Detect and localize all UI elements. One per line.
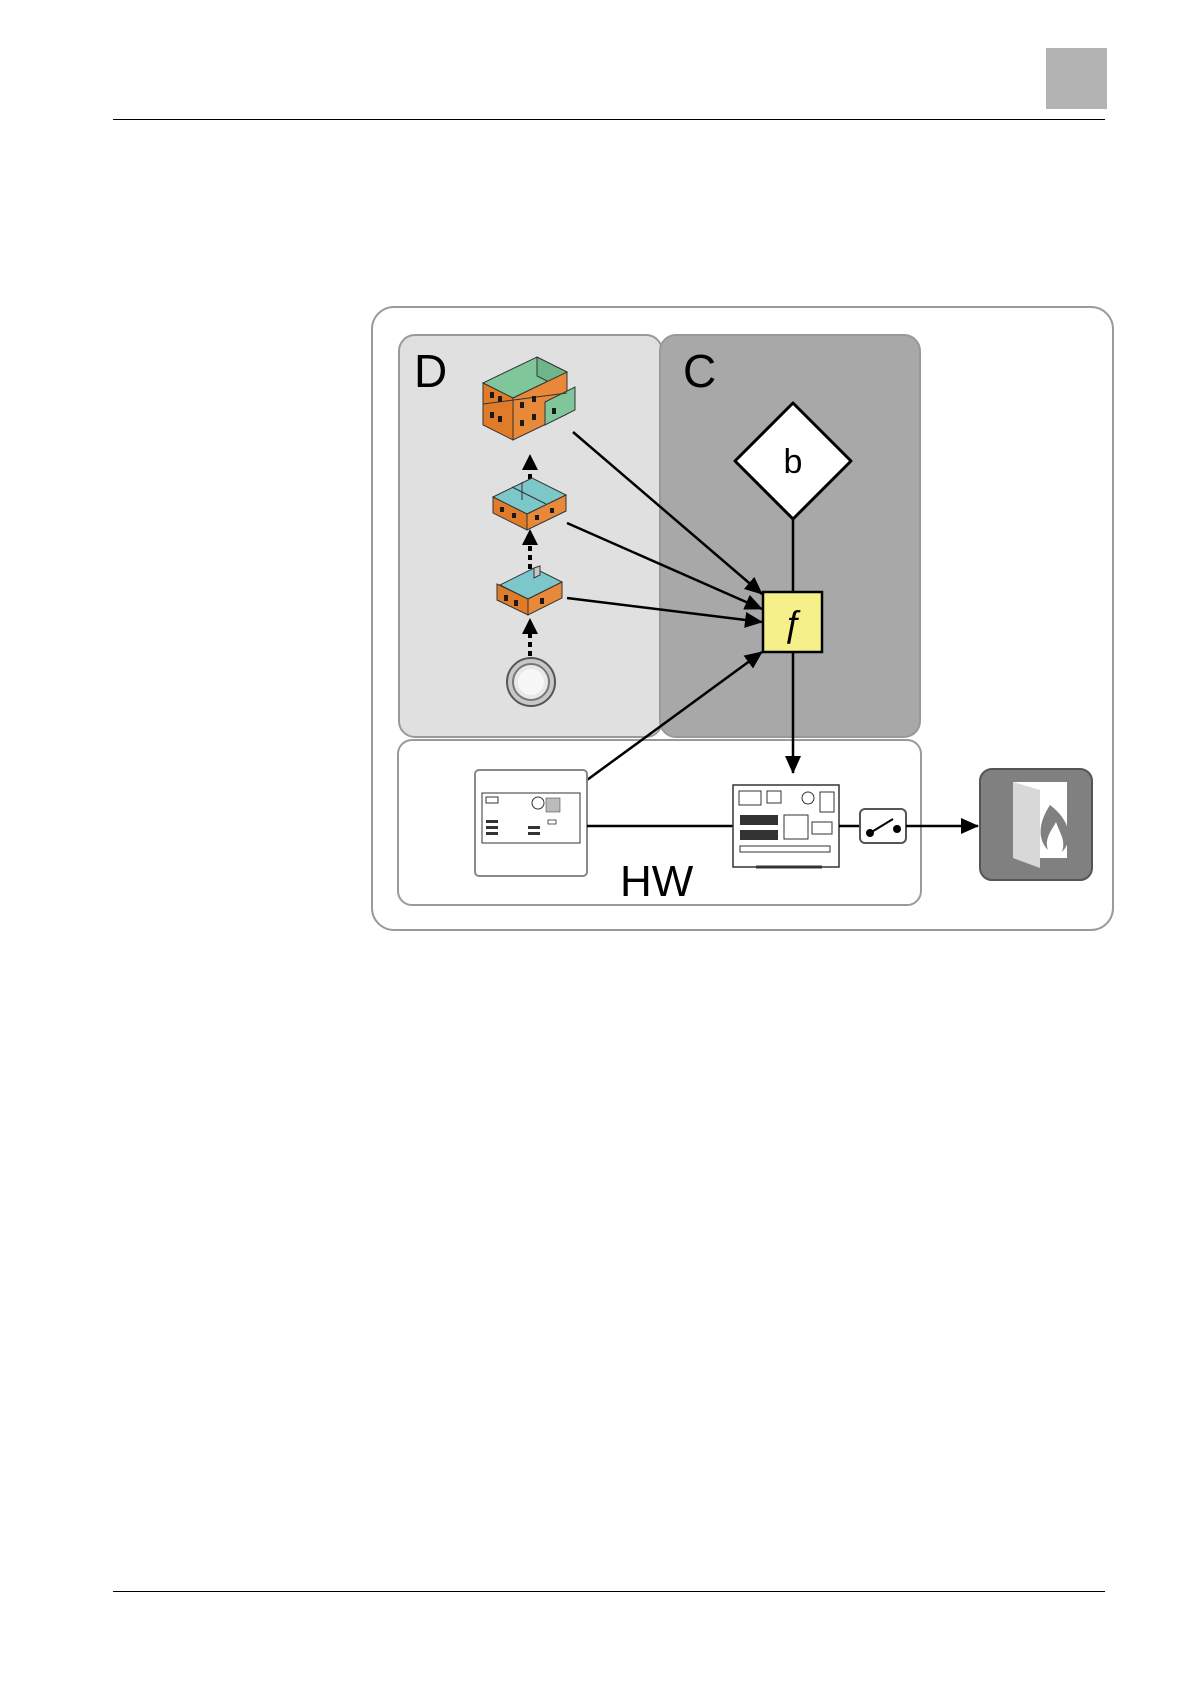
zone-c-label: C — [683, 345, 716, 397]
control-panel-icon — [475, 770, 587, 876]
zone-d-label: D — [414, 345, 447, 397]
zone-hw-label: HW — [620, 857, 694, 906]
footer-rule — [113, 1591, 1105, 1592]
decision-label: b — [784, 443, 803, 481]
fire-door-icon — [980, 769, 1092, 880]
circuit-board-icon — [733, 785, 839, 867]
detector-icon — [507, 658, 555, 706]
function-label: ƒ — [782, 603, 802, 645]
switch-icon — [860, 809, 906, 843]
